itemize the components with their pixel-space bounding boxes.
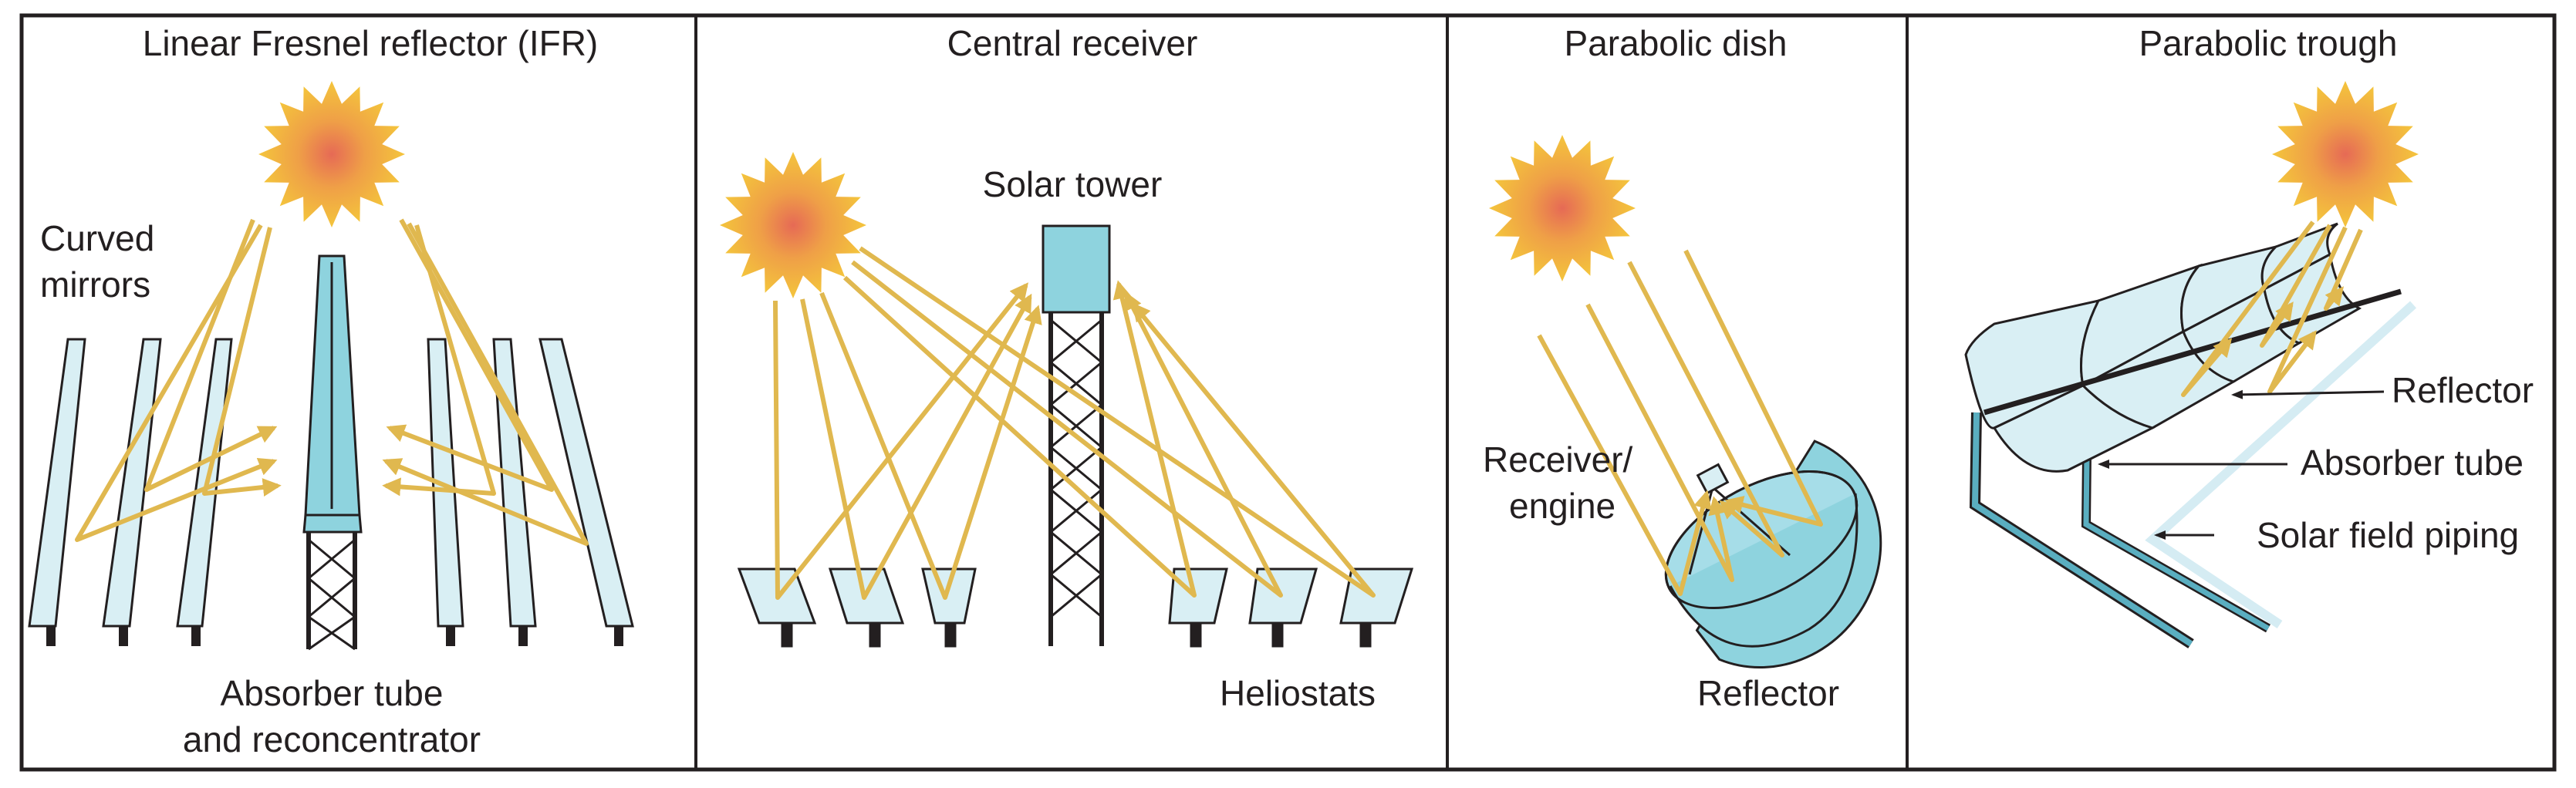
sun-icon xyxy=(258,81,405,227)
leader-lines xyxy=(2098,389,2385,540)
mirror-feet xyxy=(46,626,623,646)
panel-title: Parabolic trough xyxy=(2139,23,2398,63)
sun-icon xyxy=(2272,81,2419,227)
rays xyxy=(773,246,1376,600)
panel-parabolic-dish: Parabolic dish Receiver/ engine Reflecto… xyxy=(1483,23,1882,713)
label-solar-field-piping: Solar field piping xyxy=(2257,515,2519,555)
rays xyxy=(75,218,589,546)
mirror xyxy=(492,338,537,628)
sun-icon xyxy=(1489,135,1636,281)
absorber-reconcentrator xyxy=(302,254,363,651)
sun-shape xyxy=(258,81,405,227)
panel-title: Parabolic dish xyxy=(1565,23,1788,63)
mirrors-left xyxy=(28,338,634,628)
mirror xyxy=(176,338,233,628)
panel-central-receiver: Central receiver Solar tower Heliostats xyxy=(720,23,1414,713)
sun-shape xyxy=(2272,81,2419,227)
label-absorber-tube: Absorber tube xyxy=(2301,443,2524,483)
mirror xyxy=(102,338,162,628)
panel-title: Linear Fresnel reflector (IFR) xyxy=(143,23,599,63)
solar-tower xyxy=(1042,224,1111,646)
label-absorber-2: and reconcentrator xyxy=(183,719,481,759)
label-absorber-1: Absorber tube xyxy=(221,673,444,713)
label-receiver-2: engine xyxy=(1509,486,1615,526)
sun-shape xyxy=(1489,135,1636,281)
label-receiver-1: Receiver/ xyxy=(1483,439,1633,480)
trough-reflectors xyxy=(1964,222,2402,473)
frame xyxy=(19,13,2557,772)
label-solar-tower: Solar tower xyxy=(983,164,1163,204)
outer-border xyxy=(19,13,2557,772)
label-heliostats: Heliostats xyxy=(1220,673,1376,713)
panel-linear-fresnel: Linear Fresnel reflector (IFR) Curved mi… xyxy=(28,23,634,759)
solar-field-piping xyxy=(1969,301,2417,648)
heliostat xyxy=(1168,567,1228,648)
heliostat xyxy=(1339,567,1414,648)
label-reflector: Reflector xyxy=(2392,370,2534,410)
label-reflector: Reflector xyxy=(1697,673,1839,713)
mirror xyxy=(538,338,634,628)
sun-icon xyxy=(720,152,866,298)
panel-title: Central receiver xyxy=(947,23,1198,63)
label-curved-mirrors-2: mirrors xyxy=(40,264,150,305)
panel-parabolic-trough: Parabolic trough xyxy=(1964,23,2534,648)
rays xyxy=(2181,221,2363,397)
label-curved-mirrors-1: Curved xyxy=(40,218,154,258)
rays xyxy=(1537,249,1823,596)
heliostat xyxy=(921,567,977,648)
heliostats xyxy=(737,567,1414,648)
mirror xyxy=(28,338,86,628)
sun-shape xyxy=(720,152,866,298)
mirror xyxy=(427,338,464,628)
heliostat xyxy=(828,567,905,648)
